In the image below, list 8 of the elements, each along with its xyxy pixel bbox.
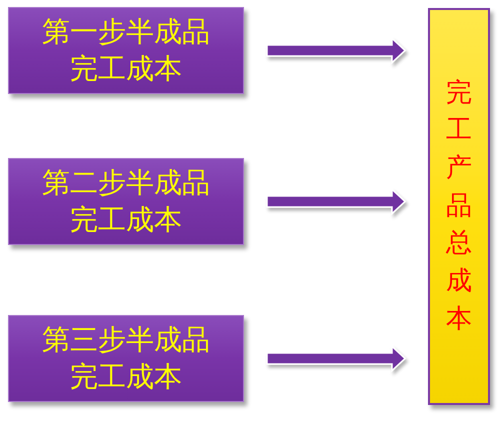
step-cost-box [8, 315, 244, 402]
step-cost-box [8, 7, 244, 94]
box-label: 第一步半成品完工成本 [40, 14, 211, 86]
vertical-label: 完工产品总成本 [446, 76, 472, 336]
box-label: 第二步半成品完工成本 [40, 164, 211, 238]
step-cost-box [8, 158, 244, 245]
box-label: 第三步半成品完工成本 [40, 322, 211, 394]
total-cost-box [428, 8, 490, 405]
